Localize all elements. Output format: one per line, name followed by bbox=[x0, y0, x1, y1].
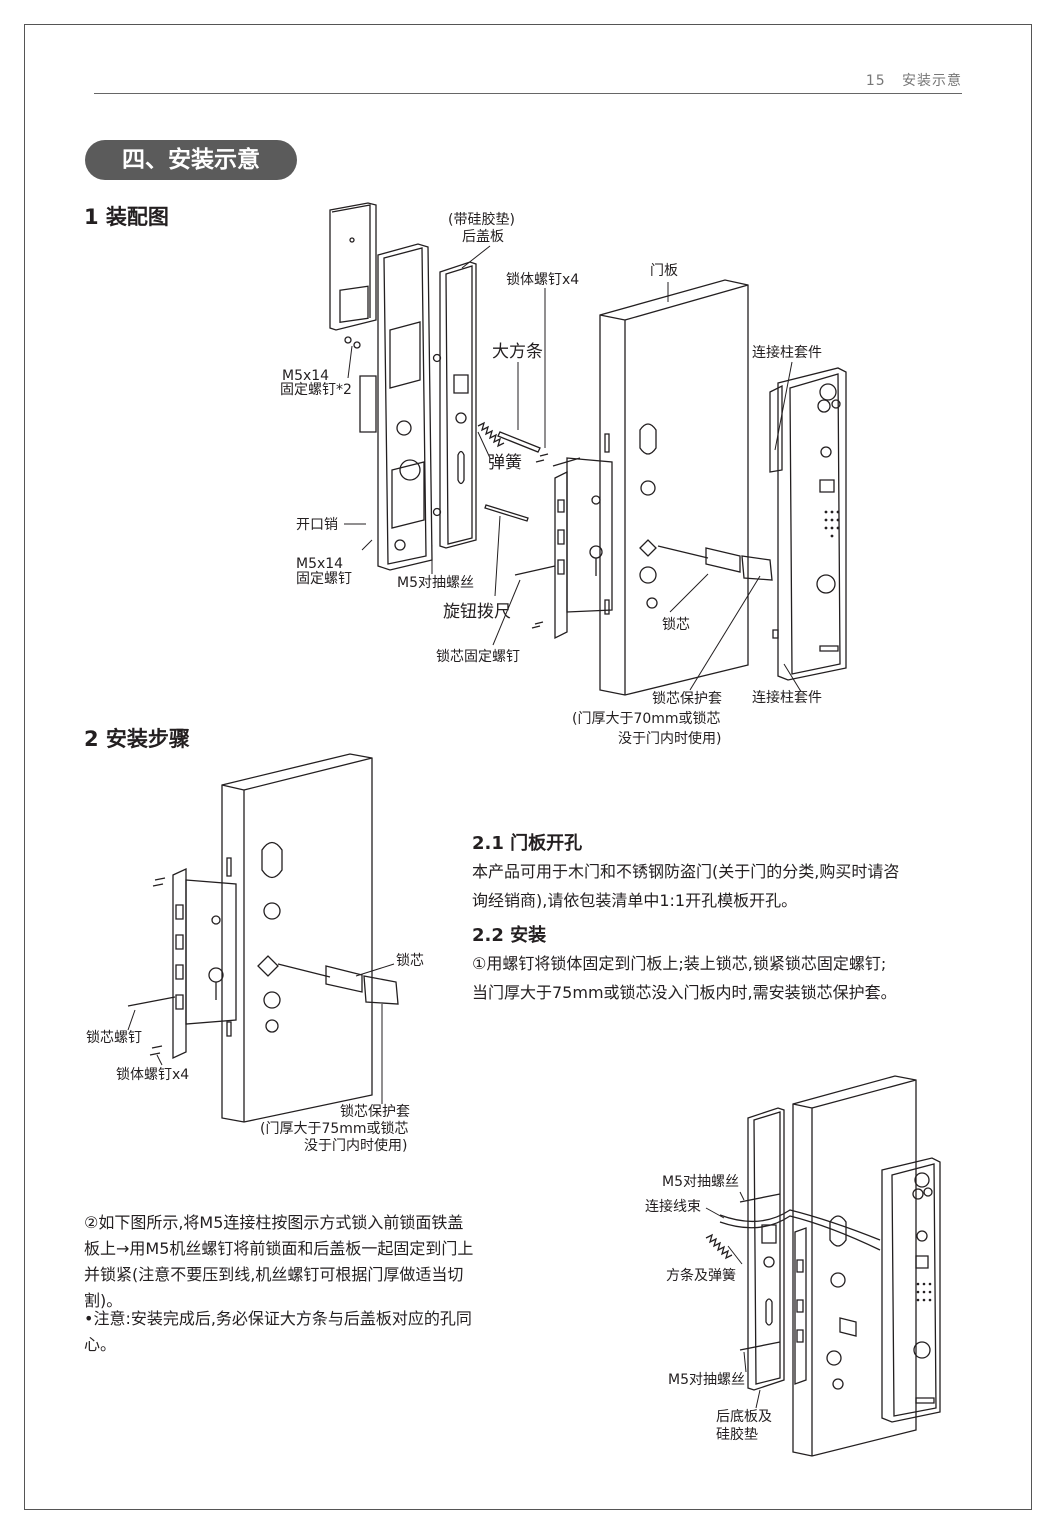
fig3-label-bar-spring: 方条及弹簧 bbox=[666, 1268, 736, 1284]
step2-line-2: 板上→用M5机丝螺钉将前锁面和后盖板一起固定到门上 bbox=[84, 1239, 474, 1258]
label-knob-ruler: 旋钮拨尺 bbox=[443, 602, 511, 622]
door-slab bbox=[222, 754, 372, 1122]
assembly-heading: 1 装配图 bbox=[84, 205, 169, 229]
fig3-label-base-plate-2: 硅胶垫 bbox=[716, 1427, 758, 1443]
fig2-label-cylinder-screw: 锁芯螺钉 bbox=[86, 1030, 142, 1046]
header-text: 15 安装示意 bbox=[866, 70, 962, 90]
door-slab-3 bbox=[793, 1076, 916, 1456]
label-split-pin: 开口销 bbox=[296, 517, 338, 533]
page-frame bbox=[24, 24, 1032, 1510]
label-m5x14-a2: 固定螺钉*2 bbox=[280, 382, 352, 398]
label-m5x14-b2: 固定螺钉 bbox=[296, 571, 352, 587]
step-2-2-title: 2.2 安装 bbox=[472, 925, 547, 946]
fig3-label-m5-bolt-bottom: M5对抽螺丝 bbox=[668, 1372, 745, 1388]
label-sleeve-1: 锁芯保护套 bbox=[652, 691, 722, 707]
step2-line-3: 并锁紧(注意不要压到线,机丝螺钉可根据门厚做适当切 bbox=[84, 1265, 464, 1284]
base-plate bbox=[748, 1108, 784, 1390]
fig2-label-body-screws: 锁体螺钉x4 bbox=[116, 1067, 190, 1083]
page-number: 15 bbox=[865, 73, 886, 89]
fig3-label-m5-bolt-top: M5对抽螺丝 bbox=[662, 1174, 739, 1190]
mortise-3 bbox=[795, 1228, 806, 1384]
label-m5-bolt: M5对抽螺丝 bbox=[397, 575, 474, 591]
steps-heading: 2 安装步骤 bbox=[84, 727, 190, 751]
big-square-bar bbox=[498, 432, 540, 452]
label-cylinder-screw: 锁芯固定螺钉 bbox=[436, 649, 520, 665]
step2-line-4: 割)。 bbox=[84, 1291, 123, 1310]
step2-line-1: ②如下图所示,将M5连接柱按图示方式锁入前锁面铁盖 bbox=[84, 1213, 464, 1232]
header-section: 安装示意 bbox=[902, 73, 962, 89]
label-body-screws: 锁体螺钉x4 bbox=[506, 272, 580, 288]
mortise-box bbox=[186, 880, 236, 1024]
inner-panel-window bbox=[340, 286, 368, 322]
step-2-2-line-2: 当门厚大于75mm或锁芯没入门板内时,需安装锁芯保护套。 bbox=[472, 983, 897, 1002]
label-connector-kit-bottom: 连接柱套件 bbox=[752, 690, 822, 706]
fig2-label-cylinder: 锁芯 bbox=[396, 953, 424, 969]
inner-cover-plate bbox=[330, 203, 376, 330]
step-2-1-title: 2.1 门板开孔 bbox=[472, 833, 583, 854]
front-lock-3 bbox=[882, 1158, 940, 1422]
step2-line-6: 心。 bbox=[84, 1335, 117, 1354]
door-panel bbox=[600, 280, 748, 695]
lock-cylinder bbox=[658, 546, 708, 558]
label-back-cover-pad: (带硅胶垫) bbox=[448, 212, 515, 228]
fig2-label-sleeve-2: (门厚大于75mm或锁芯 bbox=[260, 1121, 409, 1137]
label-door-panel: 门板 bbox=[650, 263, 678, 279]
label-m5x14-b1: M5x14 bbox=[296, 556, 344, 572]
knob-ruler bbox=[485, 505, 528, 521]
fig2-label-sleeve-3: 没于门内时使用) bbox=[304, 1138, 408, 1154]
label-m5x14-a1: M5x14 bbox=[282, 368, 330, 384]
label-back-cover: 后盖板 bbox=[462, 229, 504, 245]
label-connector-kit-top: 连接柱套件 bbox=[752, 345, 822, 361]
page-header: 15 安装示意 bbox=[94, 70, 962, 94]
section-title: 四、安装示意 bbox=[85, 140, 297, 180]
cylinder-rod bbox=[278, 964, 330, 977]
label-sleeve-2: (门厚大于70mm或锁芯 bbox=[572, 711, 721, 727]
fig2-label-sleeve-1: 锁芯保护套 bbox=[340, 1104, 410, 1120]
label-sleeve-3: 没于门内时使用) bbox=[618, 731, 722, 747]
mortise-lock bbox=[555, 472, 567, 638]
fig3-label-base-plate-1: 后底板及 bbox=[716, 1409, 772, 1425]
step-2-2-line-1: ①用螺钉将锁体固定到门板上;装上锁芯,锁紧锁芯固定螺钉; bbox=[472, 954, 887, 973]
front-lock-panel bbox=[778, 368, 846, 680]
bar-spring-3 bbox=[706, 1235, 732, 1258]
label-cylinder: 锁芯 bbox=[662, 617, 690, 633]
step-2-1-line-2: 询经销商),请依包装清单中1:1开孔模板开孔。 bbox=[472, 891, 798, 910]
step-2-1-line-1: 本产品可用于木门和不锈钢防盗门(关于门的分类,购买时请咨 bbox=[472, 862, 900, 881]
spring bbox=[478, 423, 504, 446]
step2-line-5: •注意:安装完成后,务必保证大方条与后盖板对应的孔同 bbox=[84, 1309, 472, 1328]
mortise-case bbox=[567, 458, 612, 612]
fig3-label-wire-harness: 连接线束 bbox=[645, 1199, 701, 1215]
label-big-bar: 大方条 bbox=[492, 342, 543, 362]
label-spring: 弹簧 bbox=[488, 453, 522, 473]
